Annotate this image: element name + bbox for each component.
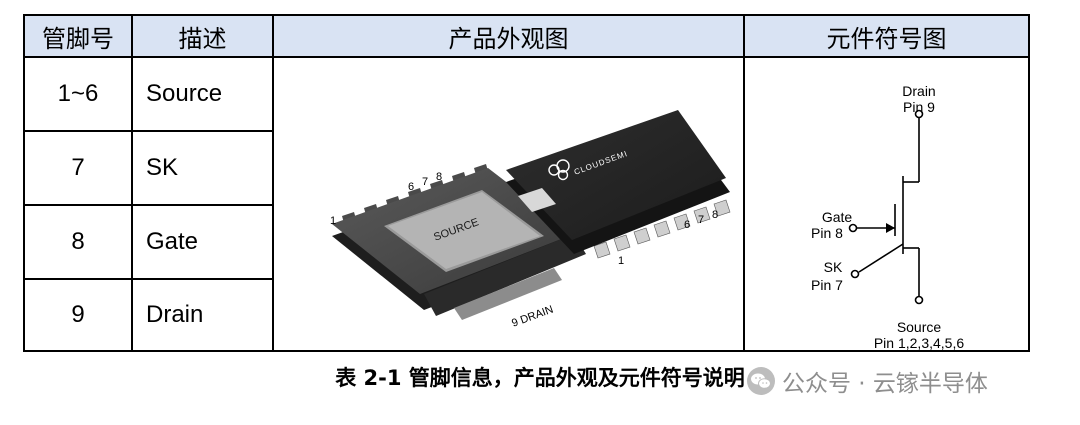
package-pin1-label: 1 bbox=[330, 215, 336, 227]
symbol-drain-name: Drain bbox=[902, 83, 935, 99]
header-product-appearance: 产品外观图 bbox=[274, 16, 743, 56]
mosfet-symbol: Drain Pin 9 Gate Pin 8 SK Pin 7 Source P… bbox=[811, 83, 965, 350]
symbol-source-name: Source bbox=[897, 319, 942, 335]
header-component-symbol: 元件符号图 bbox=[745, 16, 1028, 56]
pin-number-cell: 7 bbox=[71, 154, 85, 181]
symbol-drain-pin: Pin 9 bbox=[903, 99, 935, 115]
table-caption: 表 2-1 管脚信息，产品外观及元件符号说明 bbox=[335, 366, 745, 390]
package-right-pin7-label: 7 bbox=[698, 214, 704, 226]
package-bottom-view: SOURCE 1 6 7 8 9 DRAIN bbox=[330, 164, 586, 330]
package-pin7-label: 7 bbox=[422, 176, 428, 188]
symbol-source-pin: Pin 1,2,3,4,5,6 bbox=[874, 335, 965, 350]
package-top-view: CLOUDSEMI 1 6 7 8 bbox=[506, 110, 731, 267]
pin-number-cell: 8 bbox=[71, 228, 85, 255]
package-right-pin1-label: 1 bbox=[618, 255, 624, 267]
symbol-sk-name: SK bbox=[824, 259, 843, 275]
watermark-text: 公众号 · 云镓半导体 bbox=[782, 371, 988, 397]
package-right-pin8-label: 8 bbox=[712, 209, 718, 221]
pin-number-cell: 9 bbox=[71, 301, 85, 328]
cloudsemi-logo bbox=[548, 159, 570, 181]
package-illustration: SOURCE 1 6 7 8 9 DRAIN bbox=[330, 110, 731, 330]
description-cell: SK bbox=[146, 154, 179, 181]
pin-number-cell: 1~6 bbox=[57, 80, 99, 107]
package-pin6-label: 6 bbox=[408, 181, 414, 193]
wechat-icon bbox=[747, 367, 775, 395]
package-drain-label: 9 DRAIN bbox=[510, 304, 555, 330]
description-cell: Gate bbox=[146, 228, 199, 255]
description-cell: Drain bbox=[146, 301, 204, 328]
symbol-gate-name: Gate bbox=[822, 209, 853, 225]
symbol-gate-pin: Pin 8 bbox=[811, 225, 843, 241]
watermark: 公众号 · 云镓半导体 bbox=[746, 362, 988, 400]
header-description: 描述 bbox=[133, 16, 272, 56]
package-pin8-label: 8 bbox=[436, 171, 442, 183]
package-right-pin6-label: 6 bbox=[684, 219, 690, 231]
symbol-sk-pin: Pin 7 bbox=[811, 277, 843, 293]
description-cell: Source bbox=[146, 80, 223, 107]
pin-info-table: 管脚号 描述 产品外观图 元件符号图 1~6 Source 7 SK 8 Gat… bbox=[23, 14, 1030, 352]
header-pin-number: 管脚号 bbox=[25, 16, 131, 56]
